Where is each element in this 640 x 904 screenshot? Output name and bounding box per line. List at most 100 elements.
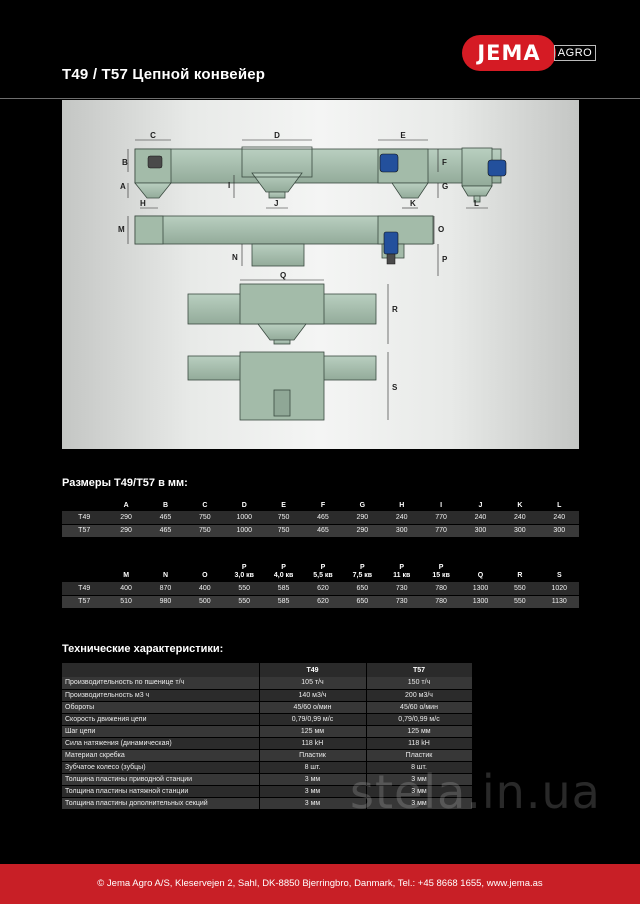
drive-motor-middle <box>383 231 399 255</box>
table-cell: T57 <box>62 595 107 609</box>
table2-header-r: R <box>500 558 540 582</box>
table-cell: 465 <box>145 511 186 525</box>
spec-value-t49: 140 м3/ч <box>259 689 367 702</box>
table1-header-d: D <box>224 496 264 511</box>
spec-name: Производительность по пшенице т/ч <box>62 677 260 690</box>
table2-header-label: N <box>162 572 169 579</box>
spec-value-t49: 125 мм <box>259 725 367 738</box>
table1-header-i: I <box>421 496 461 511</box>
spec-value-t49: 0,79/0,99 м/с <box>259 713 367 726</box>
table2-header-label: R <box>517 572 523 579</box>
table2-header-label: P <box>399 564 405 571</box>
table2-header-label: P <box>360 564 365 571</box>
table2-header-label: P <box>320 564 326 571</box>
spec-value-t57: 150 т/ч <box>366 677 473 690</box>
table2-header-m: M <box>106 558 146 582</box>
table2-header-label: P <box>241 564 247 571</box>
top-view <box>187 283 377 345</box>
dimensions-heading: Размеры T49/T57 в мм: <box>62 477 188 489</box>
table-cell: 750 <box>185 511 225 525</box>
table-row: Зубчатое колесо (зубцы)8 шт.8 шт. <box>62 761 473 774</box>
table1-header-h: H <box>382 496 422 511</box>
dim-label-k: K <box>410 199 416 208</box>
table-cell: 500 <box>185 595 225 609</box>
table-cell: 550 <box>500 582 540 596</box>
spec-name: Обороты <box>62 701 260 714</box>
spec-value-t49: Пластик <box>259 749 367 762</box>
conveyor-drawing-svg: C D E B A F G H I J K L M O N P Q R S <box>118 131 507 421</box>
spec-value-t49: 3 мм <box>259 785 367 798</box>
tech-header-t49: T49 <box>259 663 367 677</box>
table-cell: 240 <box>460 511 501 525</box>
dim-label-m: M <box>118 225 125 234</box>
table2-header-s: S <box>539 558 579 582</box>
table1-header-g: G <box>342 496 383 511</box>
table2-header-o: O <box>185 558 225 582</box>
table-row: T57 510 980 500 550 585 620 650 730 780 … <box>62 595 579 609</box>
spec-name: Материал скребка <box>62 749 260 762</box>
spec-value-t57: 45/60 о/мин <box>366 701 473 714</box>
table-cell: 400 <box>106 582 146 596</box>
table-cell: 585 <box>263 595 304 609</box>
dim-label-n: N <box>232 253 238 262</box>
jema-agro-logo: JEMA AGRO <box>462 31 596 75</box>
table-cell: 780 <box>421 595 461 609</box>
table-cell: 750 <box>263 511 304 525</box>
dimensions-table-a-l: A B C D E F G H I J K L T49 290 465 750 … <box>62 496 579 538</box>
dim-label-f: F <box>442 158 447 167</box>
table-cell: 585 <box>263 582 304 596</box>
dim-label-b: B <box>122 158 128 167</box>
spec-value-t49: 118 kH <box>259 737 367 750</box>
table-cell: 750 <box>263 524 304 538</box>
table2-header-label: Q <box>477 572 484 579</box>
table2-header-sub: 5,5 кв <box>313 572 333 579</box>
table-cell: 550 <box>224 595 264 609</box>
table-cell: 465 <box>303 511 343 525</box>
spec-name: Зубчатое колесо (зубцы) <box>62 761 260 774</box>
table-row: T49 290 465 750 1000 750 465 290 240 770… <box>62 511 579 525</box>
table-cell: 770 <box>421 511 461 525</box>
table-cell: 650 <box>342 595 383 609</box>
header-divider <box>0 98 640 99</box>
table-cell: 1020 <box>539 582 579 596</box>
page-header: T49 / T57 Цепной конвейер JEMA AGRO <box>0 0 640 100</box>
tension-wheel-top <box>147 155 163 169</box>
table-cell: 1300 <box>460 582 501 596</box>
spec-value-t49: 3 мм <box>259 797 367 810</box>
dim-label-s: S <box>392 383 398 392</box>
dim-label-g: G <box>442 182 448 191</box>
table-cell: T49 <box>62 511 107 525</box>
drive-motor-top <box>379 153 399 173</box>
spec-name: Толщина пластины натяжной станции <box>62 785 260 798</box>
table-cell: 730 <box>382 582 422 596</box>
tech-specs-heading: Технические характеристики: <box>62 643 224 655</box>
table2-header-sub: 7,5 кв <box>352 572 373 579</box>
logo-red-pill <box>462 35 556 71</box>
table-cell: 750 <box>185 524 225 538</box>
table1-header-l: L <box>539 496 579 511</box>
spec-value-t49: 8 шт. <box>259 761 367 774</box>
table2-header-label: P <box>281 564 286 571</box>
dim-label-e: E <box>400 131 406 140</box>
front-view <box>187 351 377 421</box>
spec-value-t57: Пластик <box>366 749 473 762</box>
table-cell: 980 <box>145 595 186 609</box>
table1-header-j: J <box>460 496 501 511</box>
table1-header-b: B <box>145 496 186 511</box>
spec-name: Сила натяжения (динамическая) <box>62 737 260 750</box>
table-cell: 240 <box>500 511 540 525</box>
table2-header-empty <box>62 558 107 582</box>
table-cell: 400 <box>185 582 225 596</box>
spec-value-t57: 0,79/0,99 м/с <box>366 713 473 726</box>
table-cell: 290 <box>106 511 146 525</box>
motor-base <box>386 253 396 265</box>
